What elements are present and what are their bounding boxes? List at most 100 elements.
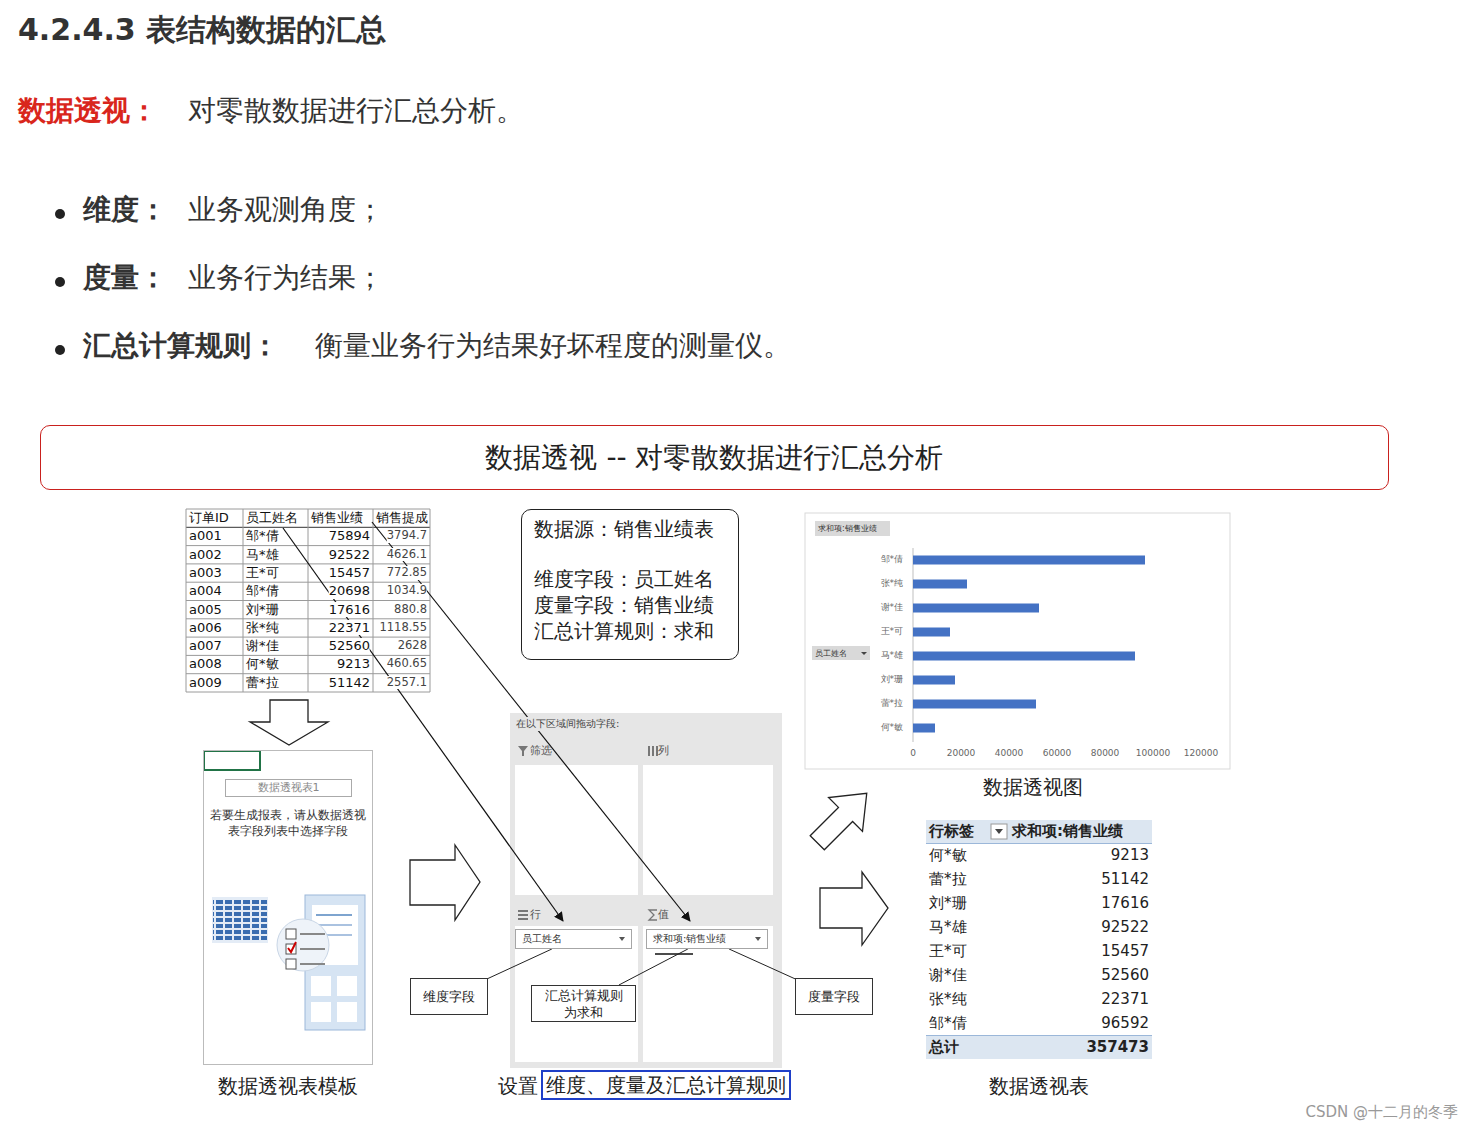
table-cell: 15457	[329, 565, 370, 581]
table-cell: 2557.1	[387, 676, 427, 690]
node-text: 维度字段	[423, 988, 475, 1005]
chart-field-button: 员工姓名	[812, 646, 870, 660]
node-text: 列	[658, 743, 669, 758]
callout-box: 维度字段	[410, 978, 488, 1015]
watermark: CSDN @十二月的冬季	[1305, 1103, 1458, 1121]
bullet-term: 汇总计算规则：	[83, 329, 279, 363]
node-text: 值	[658, 907, 669, 922]
table-cell: a003	[189, 565, 222, 581]
table-cell: 17616	[1101, 894, 1149, 912]
table-cell: 刘*珊	[929, 894, 967, 912]
table-cell: 蕾*拉	[929, 870, 967, 888]
table-cell: 刘*珊	[246, 602, 279, 618]
table-cell: 22371	[1101, 990, 1149, 1008]
axis-tick: 100000	[1136, 748, 1170, 759]
table-cell: 蕾*拉	[246, 675, 279, 691]
table-cell: a005	[189, 602, 222, 618]
table-cell: 马*雄	[929, 918, 967, 936]
node-text: 筛选	[530, 743, 552, 758]
axis-tick: 0	[910, 748, 916, 759]
chart-category: 张*纯	[881, 578, 904, 589]
pivot-table-ground	[926, 820, 1152, 1059]
chart-category: 谢*佳	[881, 602, 904, 613]
table-cell: 22371	[329, 620, 370, 636]
node-text: 维度字段：员工姓名	[534, 566, 726, 592]
node-text: 员工姓名	[522, 932, 615, 946]
table-cell: 1118.55	[379, 621, 427, 635]
table-cell: a002	[189, 547, 222, 563]
bullet-text: 业务观测角度；	[188, 193, 384, 227]
table-cell: 3794.7	[387, 529, 427, 543]
axis-tick: 60000	[1043, 748, 1072, 759]
callout-box: 汇总计算规则 为求和	[531, 985, 636, 1022]
table-header: 求和项:销售业绩	[1012, 822, 1123, 840]
table-cell: 92522	[329, 547, 370, 563]
table-cell: 96592	[1101, 1014, 1149, 1032]
bullet-text: 对零散数据进行汇总分析。	[188, 94, 524, 128]
table-cell: 邹*倩	[246, 528, 279, 544]
chart-category: 邹*倩	[881, 554, 904, 565]
table-cell: 员工姓名	[246, 510, 298, 526]
table-cell: 51142	[1101, 870, 1149, 888]
table-cell: 邹*倩	[246, 583, 279, 599]
table-cell: 17616	[329, 602, 370, 618]
table-cell: 9213	[337, 656, 370, 672]
field-area: 值求和项:销售业绩	[640, 905, 774, 1063]
table-cell: 4626.1	[387, 548, 427, 562]
node-text: 在以下区域间拖动字段:	[516, 717, 619, 731]
caption-highlight: 维度、度量及汇总计算规则	[541, 1070, 791, 1100]
leader-line	[488, 949, 552, 978]
field-dropdown: 员工姓名	[515, 929, 632, 949]
bullet-text: 业务行为结果；	[188, 261, 384, 295]
node-text: 度量字段：销售业绩	[534, 592, 726, 618]
chart-category: 刘*珊	[881, 674, 904, 685]
chart-category: 何*敏	[881, 722, 904, 733]
node-text: 行	[530, 907, 541, 922]
chart-category: 马*雄	[881, 650, 904, 661]
chart-category: 蕾*拉	[881, 698, 904, 709]
caption: 数据透视图	[983, 775, 1083, 799]
bullet-dots	[55, 209, 65, 355]
table-total: 357473	[1086, 1038, 1149, 1056]
node-text: 求和项:销售业绩	[818, 523, 887, 534]
table-cell: 谢*佳	[246, 638, 279, 654]
table-cell: 王*可	[929, 942, 967, 960]
table-cell: 9213	[1111, 846, 1149, 864]
caption: 设置	[498, 1074, 538, 1098]
table-cell: 772.85	[387, 566, 427, 580]
axis-tick: 40000	[995, 748, 1024, 759]
table-cell: 王*可	[246, 565, 279, 581]
chart-field-button: 求和项:销售业绩	[815, 521, 890, 536]
field-area: 列	[640, 741, 774, 896]
template-illustration	[204, 751, 365, 1030]
table-cell: 52560	[329, 638, 370, 654]
field-area: 行员工姓名	[512, 905, 639, 1063]
node-text: 求和项:销售业绩	[653, 932, 751, 946]
axis-tick: 120000	[1184, 748, 1218, 759]
table-cell: 何*敏	[929, 846, 967, 864]
table-cell: 1034.9	[387, 584, 427, 598]
table-cell: 20698	[329, 583, 370, 599]
bullet-term: 度量：	[83, 261, 167, 295]
node-text: 数据源：销售业绩表	[534, 516, 726, 542]
field-dropdown: 求和项:销售业绩	[646, 929, 768, 949]
info-box: 数据源：销售业绩表维度字段：员工姓名度量字段：销售业绩汇总计算规则：求和	[521, 509, 739, 660]
title-box: 数据透视 -- 对零散数据进行汇总分析	[40, 425, 1389, 490]
table-cell: 15457	[1101, 942, 1149, 960]
page-title: 4.2.4.3 表结构数据的汇总	[18, 10, 386, 51]
pivot-chart	[805, 513, 1230, 769]
node-text: 数据透视表1	[258, 780, 320, 796]
node-text: 汇总计算规则 为求和	[536, 987, 631, 1021]
chart-category: 王*可	[881, 626, 904, 637]
table-header: 行标签	[929, 822, 974, 840]
table-cell: 52560	[1101, 966, 1149, 984]
template-panel: 若要生成报表，请从数据透视表字段列表中选择字段数据透视表1	[203, 750, 373, 1065]
table-cell: 92522	[1101, 918, 1149, 936]
axis-tick: 20000	[947, 748, 976, 759]
table-cell: 销售业绩	[311, 510, 363, 526]
table-cell: 880.8	[394, 603, 427, 617]
table-total: 总计	[929, 1038, 959, 1056]
caption: 数据透视表模板	[218, 1074, 358, 1098]
field-panel-ground	[510, 713, 782, 1068]
callout-box: 度量字段	[795, 978, 873, 1015]
